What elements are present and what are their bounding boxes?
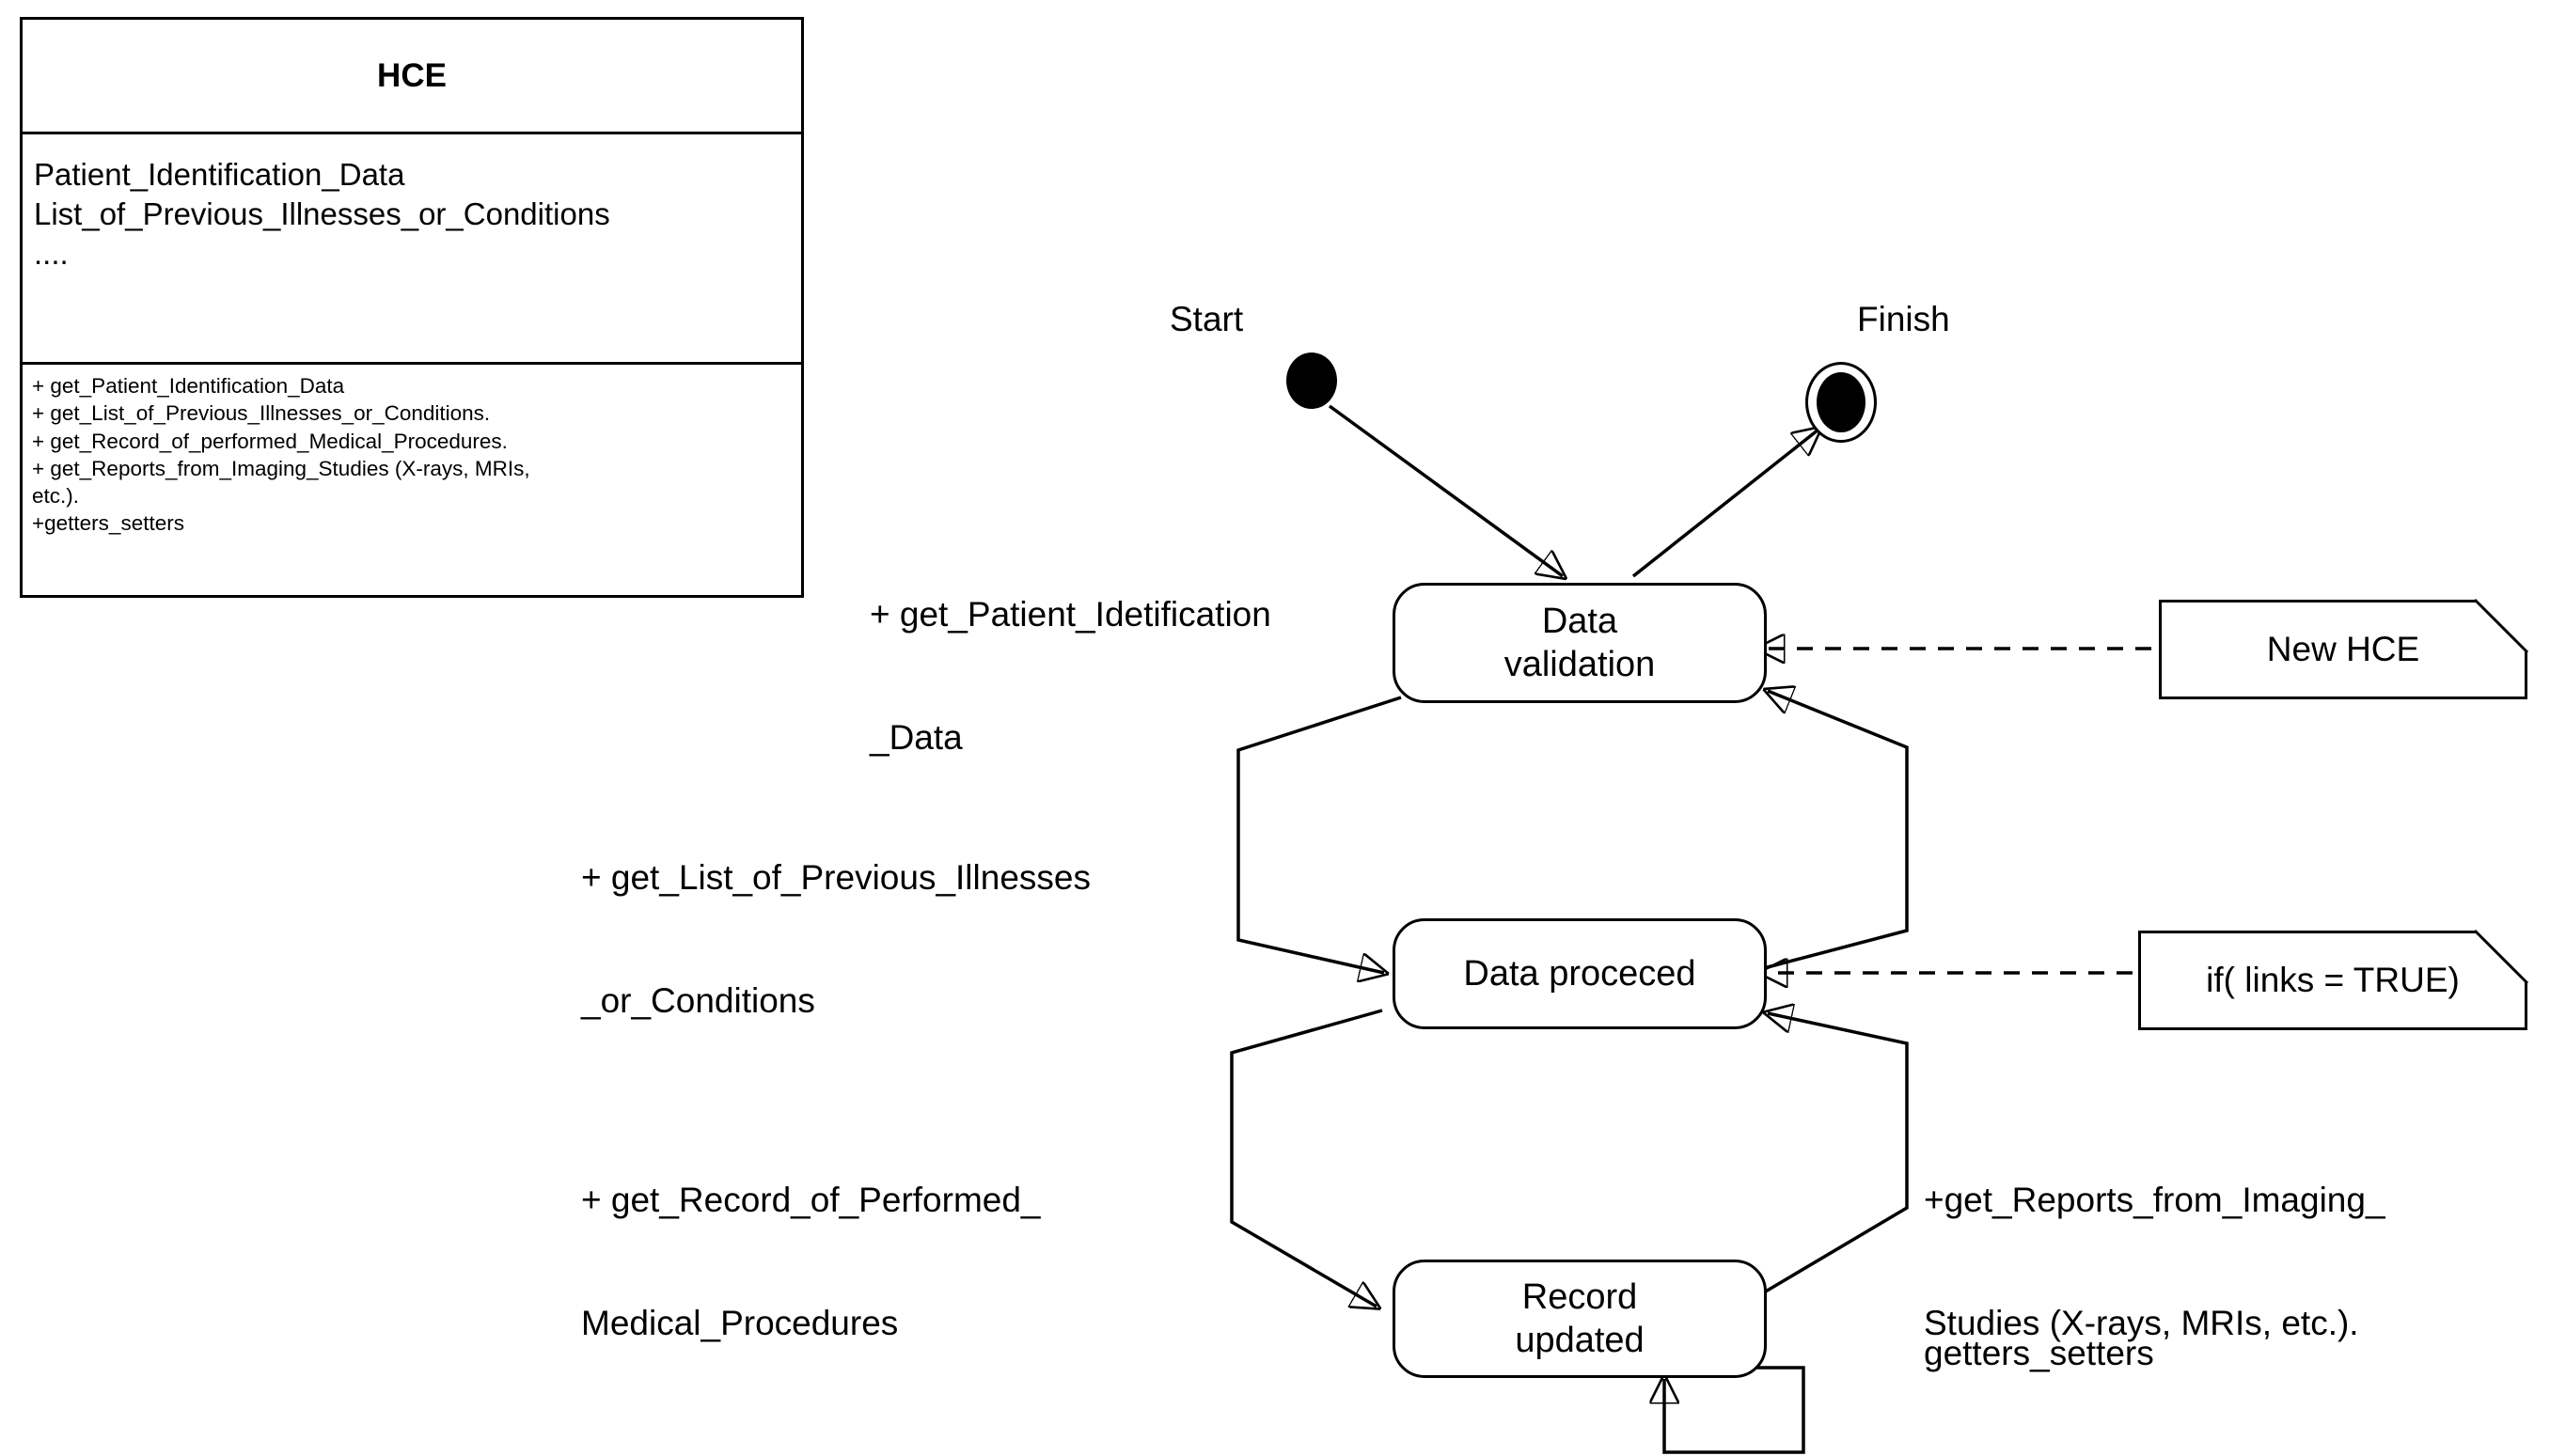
- class-operations-compartment: + get_Patient_Identification_Data + get_…: [23, 365, 801, 538]
- state-data-validation[interactable]: Data validation: [1393, 583, 1767, 703]
- class-operation: + get_Reports_from_Imaging_Studies (X-ra…: [32, 456, 530, 480]
- transition-label-line2: _Data: [870, 718, 963, 758]
- state-record-updated[interactable]: Record updated: [1393, 1260, 1767, 1378]
- class-operation: etc.).: [32, 484, 80, 508]
- start-node: [1286, 352, 1337, 409]
- edge-proceced-to-validation-right: [1764, 691, 1909, 970]
- note-new-hce: New HCE: [2159, 600, 2527, 699]
- note-text: if( links = TRUE): [2206, 961, 2460, 999]
- transition-label-line1: +get_Reports_from_Imaging_: [1924, 1181, 2385, 1220]
- transition-label-line2: Studies (X-rays, MRIs, etc.).: [1924, 1304, 2359, 1343]
- final-node-inner: [1817, 372, 1865, 432]
- transition-label-line2: Medical_Procedures: [581, 1304, 899, 1343]
- edge-proceced-to-record-left: [1230, 1009, 1382, 1307]
- edge-record-self-loop: [1664, 1366, 1805, 1454]
- start-label: Start: [1170, 300, 1244, 338]
- finish-label: Finish: [1857, 300, 1950, 338]
- class-operation: +getters_setters: [32, 511, 184, 536]
- class-attribute: ....: [34, 236, 69, 272]
- transition-label-line1: + get_Record_of_Performed_: [581, 1181, 1041, 1220]
- state-data-proceced[interactable]: Data proceced: [1393, 918, 1767, 1029]
- class-operation: + get_Record_of_performed_Medical_Proced…: [32, 429, 508, 453]
- class-attribute: List_of_Previous_Illnesses_or_Conditions: [34, 196, 610, 232]
- edge-start-to-validation: [1328, 404, 1563, 576]
- transition-label-get-reports-imaging-studies: +get_Reports_from_Imaging_ Studies (X-ra…: [1924, 1098, 2385, 1426]
- edge-record-to-proceced-right: [1764, 1013, 1909, 1294]
- transition-label-line1: + get_List_of_Previous_Illnesses: [581, 858, 1091, 898]
- transition-label-get-patient-identification: + get_Patient_Idetification _Data: [870, 512, 1271, 840]
- class-name: HCE: [23, 20, 801, 134]
- state-label-line2: validation: [1503, 645, 1656, 684]
- class-attributes-compartment: Patient_Identification_Data List_of_Prev…: [23, 134, 801, 365]
- transition-label-line1: + get_Patient_Idetification: [870, 595, 1271, 634]
- state-label-line1: Data proceced: [1463, 953, 1696, 994]
- note-if-links-true: if( links = TRUE): [2138, 931, 2527, 1030]
- edge-validation-to-proceced-left: [1236, 696, 1402, 973]
- transition-label-get-list-previous-illnesses: + get_List_of_Previous_Illnesses _or_Con…: [581, 775, 1091, 1104]
- class-attribute: Patient_Identification_Data: [34, 157, 405, 192]
- edge-validation-to-finish: [1631, 430, 1818, 578]
- uml-class-box-hce: HCE Patient_Identification_Data List_of_…: [20, 17, 804, 598]
- note-text: New HCE: [2266, 630, 2420, 668]
- transition-label-line2: _or_Conditions: [581, 981, 815, 1021]
- state-label-line1: Record: [1521, 1276, 1638, 1317]
- class-operation: + get_List_of_Previous_Illnesses_or_Cond…: [32, 401, 491, 426]
- state-label-line1: Data: [1541, 601, 1618, 641]
- class-operation: + get_Patient_Identification_Data: [32, 374, 345, 398]
- state-label-line2: updated: [1515, 1321, 1645, 1360]
- transition-label-get-record-performed-procedures: + get_Record_of_Performed_ Medical_Proce…: [581, 1098, 1041, 1426]
- transition-label-getters-setters: getters_setters: [1924, 1334, 2154, 1372]
